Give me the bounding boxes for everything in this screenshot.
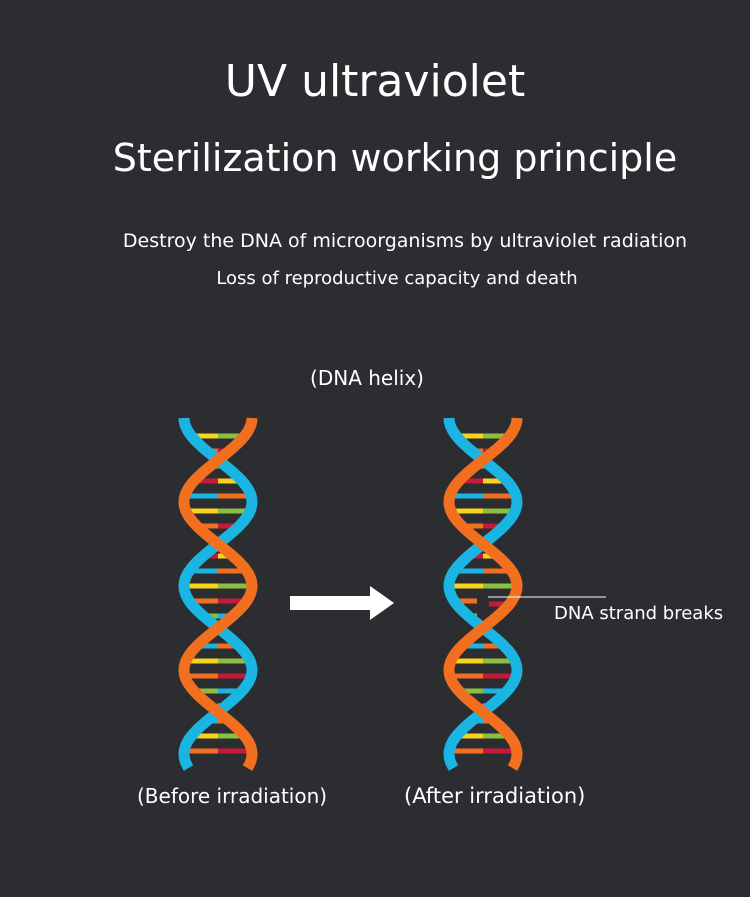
- description-line-2: Loss of reproductive capacity and death: [216, 268, 578, 289]
- dna-helix-label: (DNA helix): [310, 366, 424, 390]
- dna-helix-before: [178, 417, 258, 771]
- dna-strand-orange: [178, 417, 258, 771]
- description-line-1: Destroy the DNA of microorganisms by ult…: [122, 230, 688, 252]
- page-title: UV ultraviolet: [224, 56, 526, 107]
- dna-helix-after: [443, 417, 523, 771]
- right-arrow-icon: [290, 586, 394, 620]
- after-irradiation-label: (After irradiation): [404, 784, 586, 808]
- strand-break-leader-line: [488, 596, 606, 598]
- strand-break-label: DNA strand breaks: [554, 603, 724, 624]
- before-irradiation-label: (Before irradiation): [137, 784, 328, 808]
- dna-strand-orange: [443, 417, 523, 771]
- page-subtitle: Sterilization working principle: [112, 136, 678, 180]
